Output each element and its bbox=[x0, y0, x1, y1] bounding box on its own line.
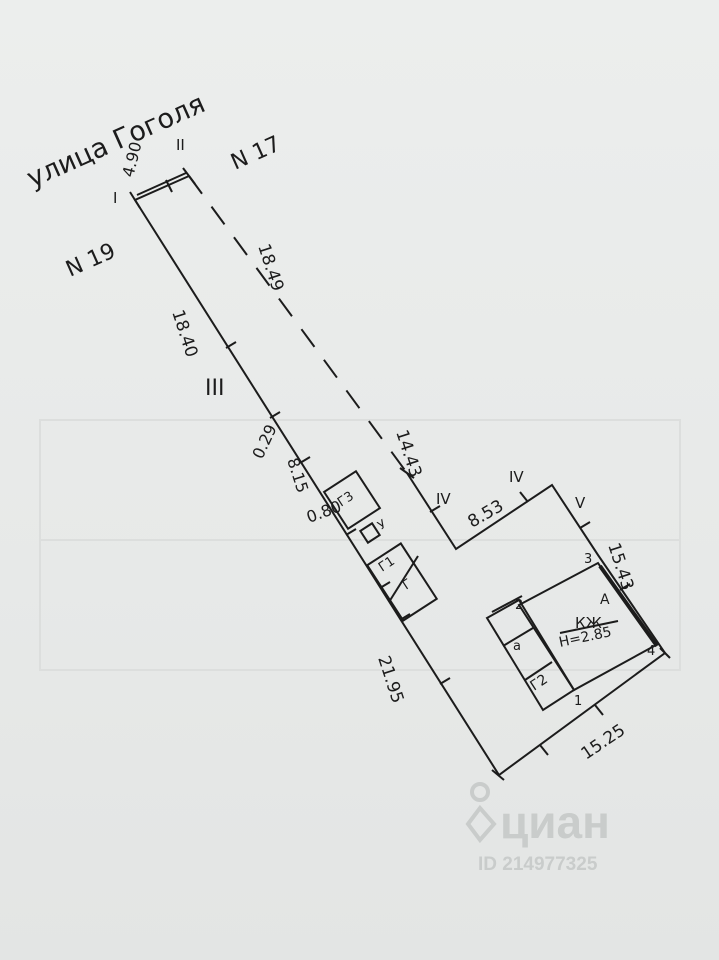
building-g3-label: Г3 bbox=[335, 489, 357, 510]
building-g-label: Г bbox=[400, 576, 415, 593]
watermark-brand: циан bbox=[500, 796, 610, 848]
dim-west-mid: 8.15 bbox=[283, 455, 312, 495]
building-g3 bbox=[322, 469, 382, 531]
dim-bottom: 15.25 bbox=[578, 720, 630, 764]
point-label-1: I bbox=[113, 189, 117, 207]
building-u bbox=[358, 521, 382, 545]
house-annex bbox=[485, 598, 576, 712]
boundary-dashed bbox=[188, 175, 408, 474]
dim-east-top: 18.49 bbox=[253, 241, 287, 293]
house-annex-divider bbox=[502, 627, 534, 647]
house-annex-divider-2 bbox=[524, 661, 553, 681]
point-label-2: II bbox=[176, 136, 185, 154]
house-g2-label: Г2 bbox=[527, 671, 550, 694]
corner-label-2: 2 bbox=[515, 598, 523, 613]
watermark-id: ID 214977325 bbox=[478, 854, 598, 875]
dim-east-mid: 14.43 bbox=[391, 427, 425, 479]
dim-west-bottom: 21.95 bbox=[373, 653, 407, 705]
house-annex-label: а bbox=[513, 639, 521, 654]
point-label-6: V bbox=[575, 494, 586, 512]
corner-label-4: 4 bbox=[647, 644, 655, 659]
house-type-label: КЖ bbox=[575, 614, 602, 632]
watermark: циан ID 214977325 bbox=[465, 782, 610, 875]
neighbor-left-label: N 19 bbox=[62, 239, 119, 283]
plot-boundary bbox=[133, 175, 667, 777]
point-label-5: IV bbox=[509, 468, 524, 486]
house-letter-label: А bbox=[600, 592, 610, 608]
dim-east-bottom: 15.43 bbox=[603, 540, 637, 592]
building-g1 bbox=[365, 542, 439, 622]
dim-west-small: 0.29 bbox=[248, 421, 280, 461]
building-g1-diagonal bbox=[388, 555, 419, 603]
corner-label-3: 3 bbox=[584, 552, 592, 567]
point-label-4: IV bbox=[436, 490, 451, 508]
house-wall-thick bbox=[598, 564, 659, 648]
dim-west-top: 18.40 bbox=[167, 307, 201, 359]
watermark-logo-icon bbox=[465, 782, 497, 844]
front-dimension-line bbox=[136, 172, 187, 196]
dim-notch: 8.53 bbox=[465, 496, 508, 532]
corner-label-1: 1 bbox=[574, 694, 582, 709]
neighbor-right-label: N 17 bbox=[227, 132, 284, 176]
background-ghost bbox=[39, 419, 681, 671]
house-porch bbox=[491, 595, 523, 613]
boundary-ticks bbox=[129, 167, 671, 781]
front-midtick bbox=[165, 179, 173, 193]
house-type-underline bbox=[559, 620, 619, 634]
building-g1-label: Г1 bbox=[376, 554, 398, 575]
point-label-3: III bbox=[205, 376, 224, 401]
